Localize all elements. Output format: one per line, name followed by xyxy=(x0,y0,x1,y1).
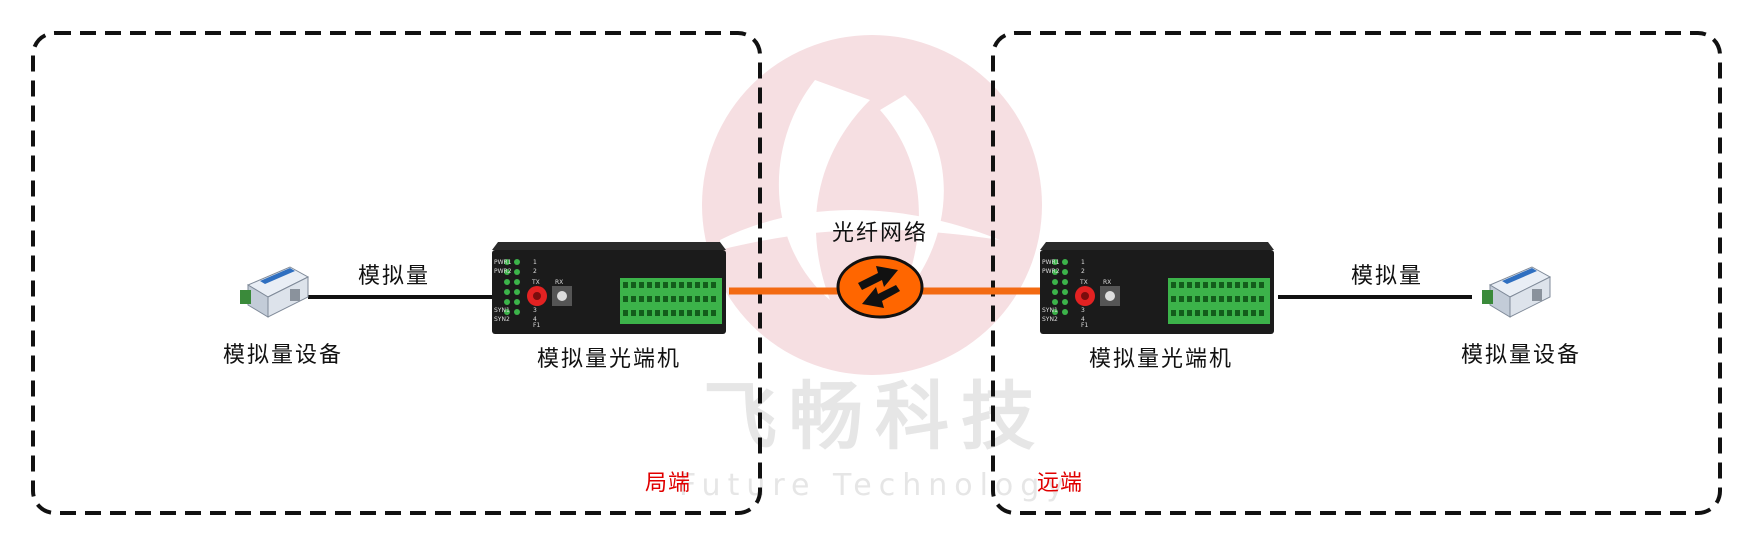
local-led-num-3: 3 xyxy=(533,307,537,314)
local-led-label-1: PWR1 xyxy=(494,259,512,266)
local-tx-label: TX xyxy=(531,279,540,286)
local-led-num-1: 1 xyxy=(533,259,537,266)
remote-led-num-2: 2 xyxy=(1081,268,1085,275)
remote-led-label-2: PWR2 xyxy=(1042,268,1060,275)
remote-link-label: 模拟量 xyxy=(1351,264,1423,289)
local-led-label-3: SYN1 xyxy=(494,307,510,314)
remote-led-num-1: 1 xyxy=(1081,259,1085,266)
remote-led-label-1: PWR1 xyxy=(1042,259,1060,266)
local-led-num-2: 2 xyxy=(533,268,537,275)
local-converter-label: 模拟量光端机 xyxy=(537,347,681,372)
local-device-label: 模拟量设备 xyxy=(223,343,343,368)
local-led-label-4: SYN2 xyxy=(494,316,510,323)
remote-zone xyxy=(991,31,1722,515)
local-led-label-2: PWR2 xyxy=(494,268,512,275)
local-port-label: F1 xyxy=(533,322,540,329)
remote-led-label-3: SYN1 xyxy=(1042,307,1058,314)
fiber-network-node xyxy=(836,255,924,319)
watermark-english: Future Technology xyxy=(679,468,1071,503)
remote-analog-device xyxy=(1482,266,1552,318)
remote-device-label: 模拟量设备 xyxy=(1461,343,1581,368)
remote-led-num-4: 4 xyxy=(1081,316,1085,323)
remote-converter-panel-text: PWR1 PWR2 SYN1 SYN2 1 2 3 4 TX RX F1 xyxy=(1042,259,1111,329)
local-converter xyxy=(492,242,726,334)
local-zone-label: 局端 xyxy=(645,471,691,496)
remote-led-label-4: SYN2 xyxy=(1042,316,1058,323)
local-link-label: 模拟量 xyxy=(358,264,430,289)
local-zone xyxy=(31,31,762,515)
remote-port-label: F1 xyxy=(1081,322,1088,329)
remote-zone-label: 远端 xyxy=(1037,471,1083,496)
remote-led-num-3: 3 xyxy=(1081,307,1085,314)
local-led-num-4: 4 xyxy=(533,316,537,323)
remote-converter xyxy=(1040,242,1274,334)
remote-tx-label: TX xyxy=(1079,279,1088,286)
watermark-chinese: 飞畅科技 xyxy=(703,374,1047,460)
local-converter-panel-text: PWR1 PWR2 SYN1 SYN2 1 2 3 4 TX RX F1 xyxy=(494,259,563,329)
local-analog-device xyxy=(240,266,310,318)
fiber-network-label: 光纤网络 xyxy=(832,221,928,246)
local-rx-label: RX xyxy=(555,279,563,286)
remote-rx-label: RX xyxy=(1103,279,1111,286)
exchange-arrows-icon xyxy=(858,266,900,308)
remote-converter-label: 模拟量光端机 xyxy=(1089,347,1233,372)
